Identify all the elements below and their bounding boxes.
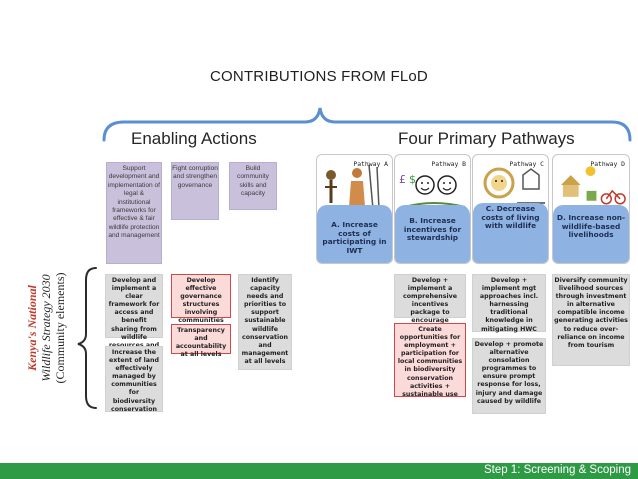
strategy-element-box: Develop and implement a clear framework … xyxy=(105,274,163,357)
enabling-action-box: Fight corruption and strengthen governan… xyxy=(171,162,219,220)
strategy-label: Kenya's National Wildlife Strategy 2030 … xyxy=(25,273,67,384)
pathways-heading: Four Primary Pathways xyxy=(398,129,575,148)
strategy-element-box: Develop + promote alternative consolatio… xyxy=(472,338,546,414)
pathway-label: Pathway A xyxy=(353,160,388,168)
pathway-card-d: Pathway D D. Increase non-wildlife-based… xyxy=(552,154,630,264)
svg-text:$: $ xyxy=(409,173,416,186)
pathway-a-sketch-icon xyxy=(325,164,380,210)
pathway-panel: A. Increase costs of participating in IW… xyxy=(317,205,392,263)
pathway-text: B. Increase incentives for stewardship xyxy=(403,216,462,243)
strategy-label-line3: (Community elements) xyxy=(53,273,67,384)
strategy-element-box: Diversify community livelihood sources t… xyxy=(552,274,630,366)
pathway-panel: D. Increase non-wildlife-based livelihoo… xyxy=(553,205,629,263)
strategy-element-box-highlight: Create opportunities for employment + pa… xyxy=(394,323,466,398)
pathway-text: A. Increase costs of participating in IW… xyxy=(322,220,387,255)
pathway-text: D. Increase non-wildlife-based livelihoo… xyxy=(556,213,626,240)
strategy-element-box: Develop + implement mgt approaches incl.… xyxy=(472,274,546,333)
enabling-actions-heading: Enabling Actions xyxy=(131,129,257,148)
pathway-card-c: Pathway C C. Decrease costs of living wi… xyxy=(472,154,549,264)
strategy-element-box: Develop + implement a comprehensive ince… xyxy=(394,274,466,341)
strategy-label-line1: Kenya's National xyxy=(25,285,39,372)
pathway-panel: C. Decrease costs of living with wildlif… xyxy=(473,203,548,263)
pathway-label: Pathway C xyxy=(509,160,544,168)
strategy-element-box: Identify capacity needs and priorities t… xyxy=(238,274,292,370)
svg-text:£: £ xyxy=(399,173,406,186)
pathway-panel: B. Increase incentives for stewardship xyxy=(395,205,470,263)
strategy-element-box: Increase the extent of land effectively … xyxy=(105,346,163,413)
pathway-d-sketch-icon xyxy=(560,166,626,205)
left-curly-brace xyxy=(77,267,97,409)
footer-bar: Step 1: Screening & Scoping xyxy=(0,463,638,479)
enabling-action-box: Build community skills and capacity xyxy=(229,162,277,210)
strategy-element-box-highlight: Transparency and accountability at all l… xyxy=(171,324,231,358)
pathway-label: Pathway D xyxy=(590,160,625,168)
footer-step-label: Step 1: Screening & Scoping xyxy=(483,464,631,476)
diagram-title: CONTRIBUTIONS FROM FLoD xyxy=(210,68,428,85)
strategy-label-line2: Wildlife Strategy 2030 xyxy=(39,274,53,381)
pathway-card-b: £ $ Pathway B B. Increase incentives for… xyxy=(394,154,471,264)
pathway-text: C. Decrease costs of living with wildlif… xyxy=(481,204,540,231)
enabling-action-box: Support development and implementation o… xyxy=(106,162,162,264)
pathway-card-a: Pathway A A. Increase costs of participa… xyxy=(316,154,393,264)
pathway-label: Pathway B xyxy=(431,160,466,168)
top-curly-brace xyxy=(102,107,632,142)
strategy-element-box-highlight: Develop effective governance structures … xyxy=(171,274,231,324)
